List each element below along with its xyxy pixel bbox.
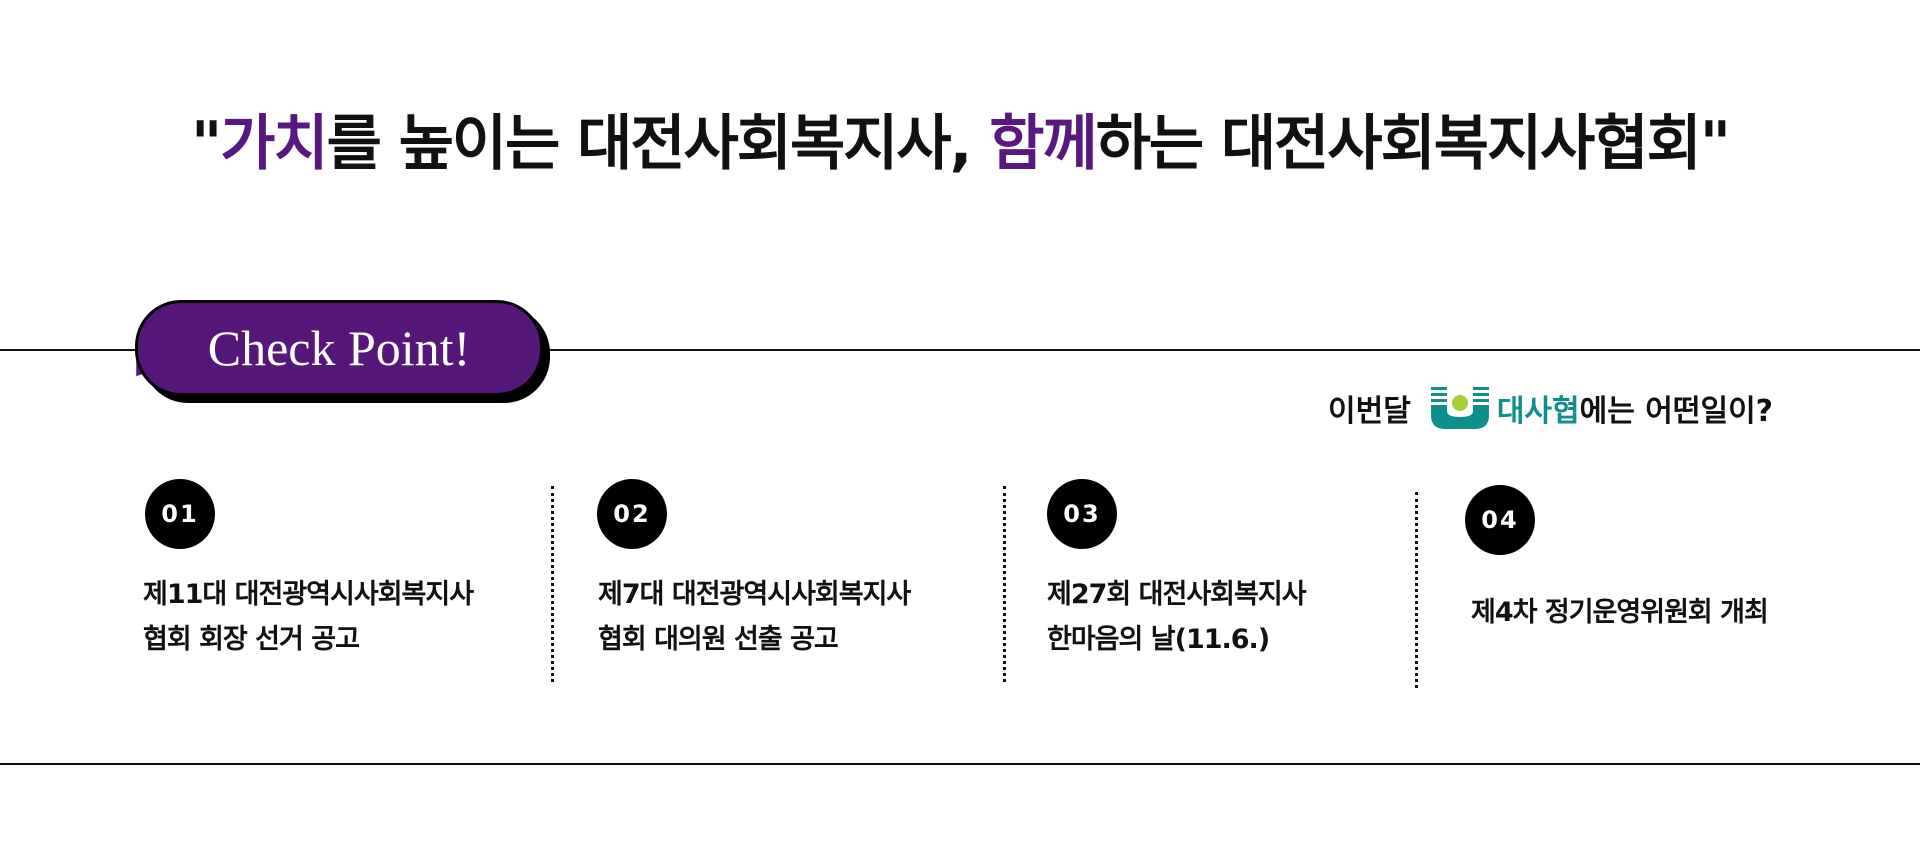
check-point-badge: Check Point! [135, 300, 543, 396]
badge-label: Check Point! [207, 320, 471, 376]
divider [0, 349, 1920, 351]
item-line: 한마음의 날(11.6.) [1047, 624, 1270, 655]
page-title: "가치를 높이는 대전사회복지사, 함께하는 대전사회복지사협회" [0, 95, 1920, 182]
item-line: 협회 회장 선거 공고 [143, 624, 360, 655]
item-line: 제7대 대전광역시사회복지사 [598, 579, 911, 610]
title-highlight: 가치 [220, 109, 328, 179]
title-highlight: 함께 [989, 109, 1097, 179]
dotted-separator [1415, 492, 1418, 688]
dotted-separator [551, 486, 554, 682]
item-number: 03 [1047, 479, 1117, 549]
dotted-separator [1003, 486, 1006, 682]
item-line: 제4차 정기운영위원회 개최 [1471, 597, 1769, 628]
divider [0, 763, 1920, 765]
association-logo-icon [1430, 387, 1489, 429]
quote: " [190, 109, 222, 179]
item-line: 제27회 대전사회복지사 [1047, 579, 1307, 610]
item-line: 협회 대의원 선출 공고 [598, 624, 839, 655]
subtitle-pre: 이번달 [1328, 394, 1411, 429]
section-subtitle: 이번달 대사협에는 어떤일이? [1328, 386, 1773, 430]
title-text: 하는 대전사회복지사협회" [1095, 109, 1731, 179]
brand-name: 대사협 [1496, 394, 1580, 429]
item-number: 02 [597, 479, 667, 549]
subtitle-post: 에는 어떤일이? [1579, 394, 1774, 429]
item-line: 제11대 대전광역시사회복지사 [143, 579, 474, 610]
item-number: 01 [145, 479, 215, 549]
item-number: 04 [1465, 485, 1535, 555]
title-text: 를 높이는 대전사회복지사, [326, 109, 990, 179]
list-item[interactable]: 제4차 정기운영위원회 개최 [1471, 590, 1769, 635]
